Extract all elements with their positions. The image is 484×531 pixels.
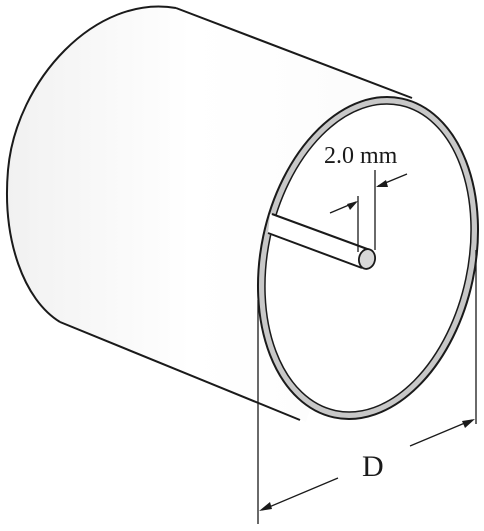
d-dim-line-upper xyxy=(409,419,473,447)
cylinder-back-outline xyxy=(6,5,177,323)
d-dim-line-lower xyxy=(261,477,339,511)
wire xyxy=(268,214,368,268)
wire-end xyxy=(358,248,376,270)
cylinder-top-edge xyxy=(175,7,413,99)
d-dim-arrowhead-right xyxy=(462,419,475,428)
cylinder-bottom-edge xyxy=(59,321,301,421)
wire-bottom-edge xyxy=(267,232,363,269)
wire-diameter-label: 2.0 mm xyxy=(324,143,398,169)
wire-dim-arrowhead-right xyxy=(376,180,388,187)
d-dim-arrowhead-left xyxy=(259,502,272,511)
wire-dim-arrowhead-left xyxy=(347,201,358,210)
wire-top-edge xyxy=(271,213,371,251)
cylinder-diameter-label: D xyxy=(362,450,384,483)
